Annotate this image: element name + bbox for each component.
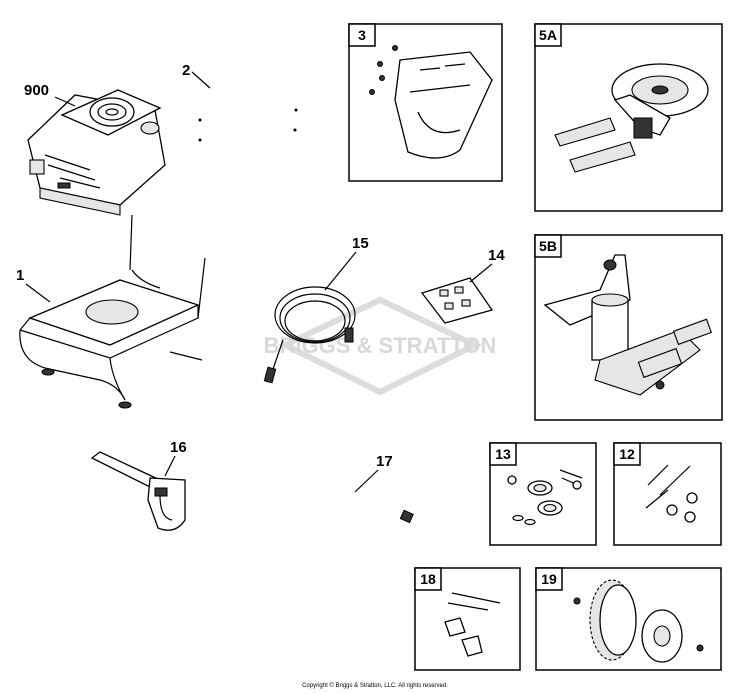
leader-1 [25,283,51,303]
leader-17 [354,469,379,493]
handle-drawing [196,44,302,251]
box-5a: 5A [534,23,723,212]
box-12: 12 [613,442,722,546]
box-label-3: 3 [358,27,366,43]
box-label-13: 13 [495,446,511,462]
box-13: 13 [489,442,597,546]
callout-15: 15 [352,235,369,252]
leader-14 [469,263,493,283]
box-5b: 5B [534,234,723,421]
leader-16 [164,455,176,477]
spray-gun-drawing [90,451,186,531]
wand-drawing [299,469,414,524]
nozzle-kit-drawing [420,277,494,324]
callout-1: 1 [16,267,24,284]
box-3: 3 [348,23,503,182]
leader-15 [324,251,357,291]
frame-drawing [19,214,206,409]
leader-2 [191,71,211,89]
callout-2: 2 [182,62,190,79]
leader-900 [54,96,76,107]
watermark-text: BRIGGS & STRATTON [264,333,497,358]
engine-drawing [27,89,166,216]
box-label-19: 19 [541,571,557,587]
box-18: 18 [414,567,521,671]
hose-drawing [263,286,356,384]
callout-14: 14 [488,247,505,264]
box-label-12: 12 [619,446,635,462]
box-19: 19 [535,567,722,671]
callout-17: 17 [376,453,393,470]
callout-900: 900 [24,82,49,99]
box-label-18: 18 [420,571,436,587]
box-label-5a: 5A [539,27,557,43]
copyright-text: Copyright © Briggs & Stratton, LLC. All … [302,683,448,689]
callout-16: 16 [170,439,187,456]
watermark: BRIGGS & STRATTON [264,296,497,396]
box-label-5b: 5B [539,238,557,254]
